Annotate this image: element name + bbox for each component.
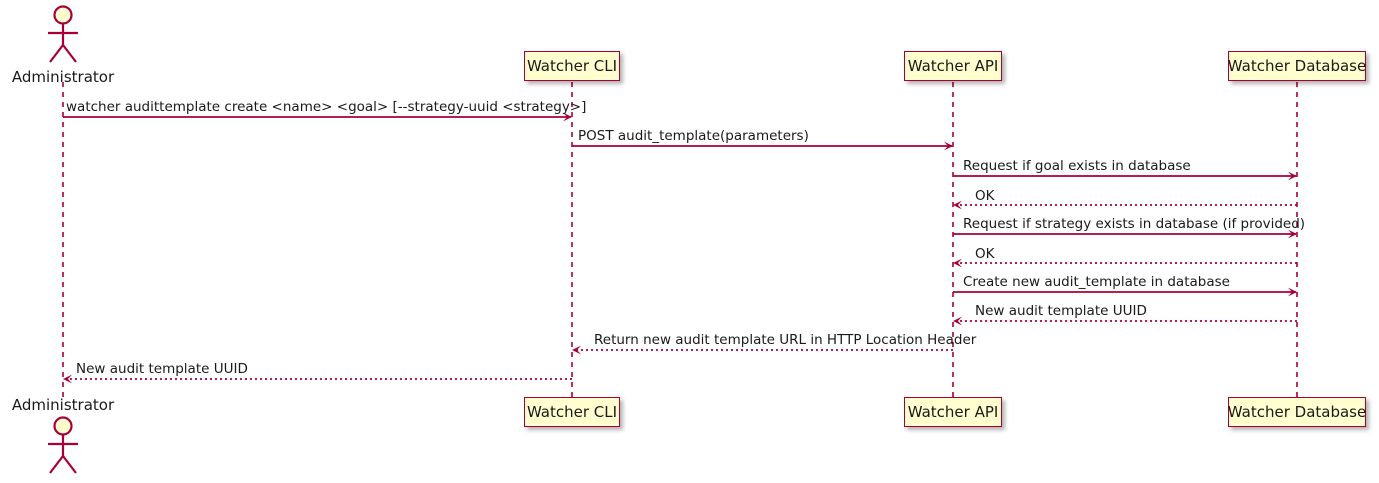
participant-box-watcher-database-top[interactable]: Watcher Database <box>1228 51 1366 81</box>
message-arrowhead-4 <box>953 200 962 210</box>
participant-label: Watcher API <box>907 402 999 421</box>
message-arrow-8 <box>953 316 1297 326</box>
actor-leg-left-line <box>49 44 64 63</box>
message-arrowhead-2 <box>944 141 953 151</box>
actor-leg-right-line <box>62 44 77 63</box>
participant-label: Watcher Database <box>1227 402 1367 421</box>
message-arrowhead-9 <box>572 345 581 355</box>
message-label-3: Request if goal exists in database <box>963 158 1191 174</box>
participant-box-watcher-database-bottom[interactable]: Watcher Database <box>1228 397 1366 427</box>
participant-label: Watcher CLI <box>526 402 618 421</box>
message-arrow-9 <box>572 345 953 355</box>
message-arrow-2 <box>572 141 953 151</box>
message-label-10: New audit template UUID <box>76 361 248 377</box>
participant-box-watcher-cli-bottom[interactable]: Watcher CLI <box>524 397 620 427</box>
message-arrow-4 <box>953 200 1297 210</box>
message-arrow-3 <box>953 171 1297 181</box>
message-arrow-10 <box>63 374 572 384</box>
actor-figure-administrator-bottom[interactable] <box>39 415 87 475</box>
actor-leg-left-line <box>49 455 64 474</box>
actor-name: Administrator <box>11 396 115 414</box>
message-label-7: Create new audit_template in database <box>963 274 1230 290</box>
actor-head-icon <box>53 416 73 436</box>
message-arrowhead-3 <box>1288 171 1297 181</box>
participant-box-watcher-api-bottom[interactable]: Watcher API <box>904 397 1002 427</box>
message-label-6: OK <box>975 246 995 262</box>
participant-label: Watcher CLI <box>526 56 618 75</box>
message-label-9: Return new audit template URL in HTTP Lo… <box>594 332 977 348</box>
message-label-8: New audit template UUID <box>975 303 1147 319</box>
actor-label-administrator-top: Administrator <box>0 70 126 85</box>
actor-name: Administrator <box>11 68 115 86</box>
actor-leg-right-line <box>62 455 77 474</box>
participant-label: Watcher API <box>907 56 999 75</box>
message-label-4: OK <box>975 188 995 204</box>
participant-label: Watcher Database <box>1227 56 1367 75</box>
message-label-2: POST audit_template(parameters) <box>578 128 809 144</box>
participant-box-watcher-api-top[interactable]: Watcher API <box>904 51 1002 81</box>
actor-figure-administrator-top[interactable] <box>39 4 87 64</box>
actor-head-icon <box>53 5 73 25</box>
message-arrowhead-6 <box>953 258 962 268</box>
message-label-1: watcher audittemplate create <name> <goa… <box>66 99 587 115</box>
message-arrow-1 <box>63 112 572 122</box>
message-arrowhead-1 <box>563 112 572 122</box>
message-arrow-6 <box>953 258 1297 268</box>
message-arrow-7 <box>953 287 1297 297</box>
message-arrow-5 <box>953 229 1297 239</box>
message-arrowhead-5 <box>1288 229 1297 239</box>
message-arrowhead-7 <box>1288 287 1297 297</box>
message-label-5: Request if strategy exists in database (… <box>963 216 1306 232</box>
participant-box-watcher-cli-top[interactable]: Watcher CLI <box>524 51 620 81</box>
actor-label-administrator-bottom: Administrator <box>0 398 126 413</box>
message-arrowhead-10 <box>63 374 72 384</box>
message-arrowhead-8 <box>953 316 962 326</box>
